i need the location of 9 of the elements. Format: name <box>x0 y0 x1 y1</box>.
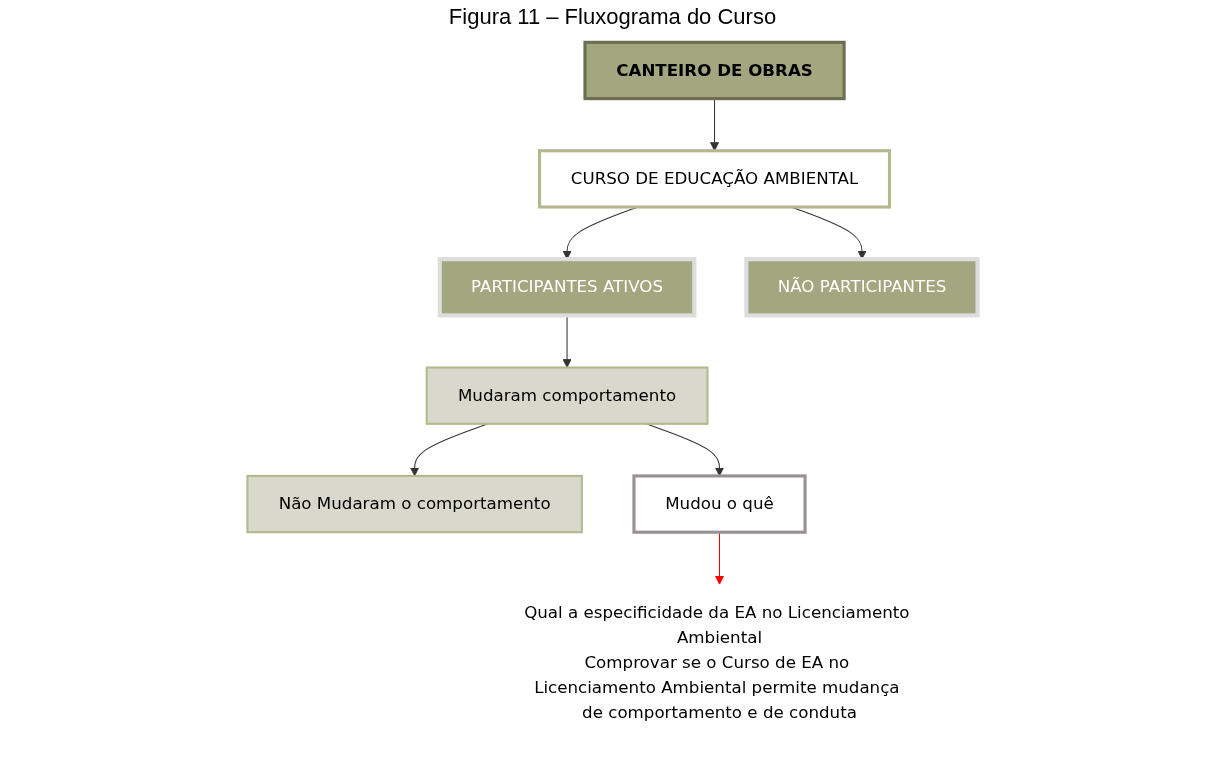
node-box: Não Mudaram o comportamento <box>246 474 583 534</box>
node-box: Mudaram comportamento <box>425 366 709 425</box>
node-box: PARTICIPANTES ATIVOS <box>437 257 697 318</box>
node-box: Mudou o quê <box>632 474 807 534</box>
figure-title: Figura 11 – Fluxograma do Curso <box>447 4 778 30</box>
node-box: CURSO DE EDUCAÇÃO AMBIENTAL <box>538 149 892 209</box>
node-box: NÃO PARTICIPANTES <box>744 257 980 318</box>
node-box: CANTEIRO DE OBRAS <box>583 40 846 101</box>
node-text: Qual a especificidade da EA no Licenciamento Ambiental Comprovar se o Curso de EA no Licenciamento Ambiental permite mudança de comportamento e de conduta <box>524 602 910 722</box>
